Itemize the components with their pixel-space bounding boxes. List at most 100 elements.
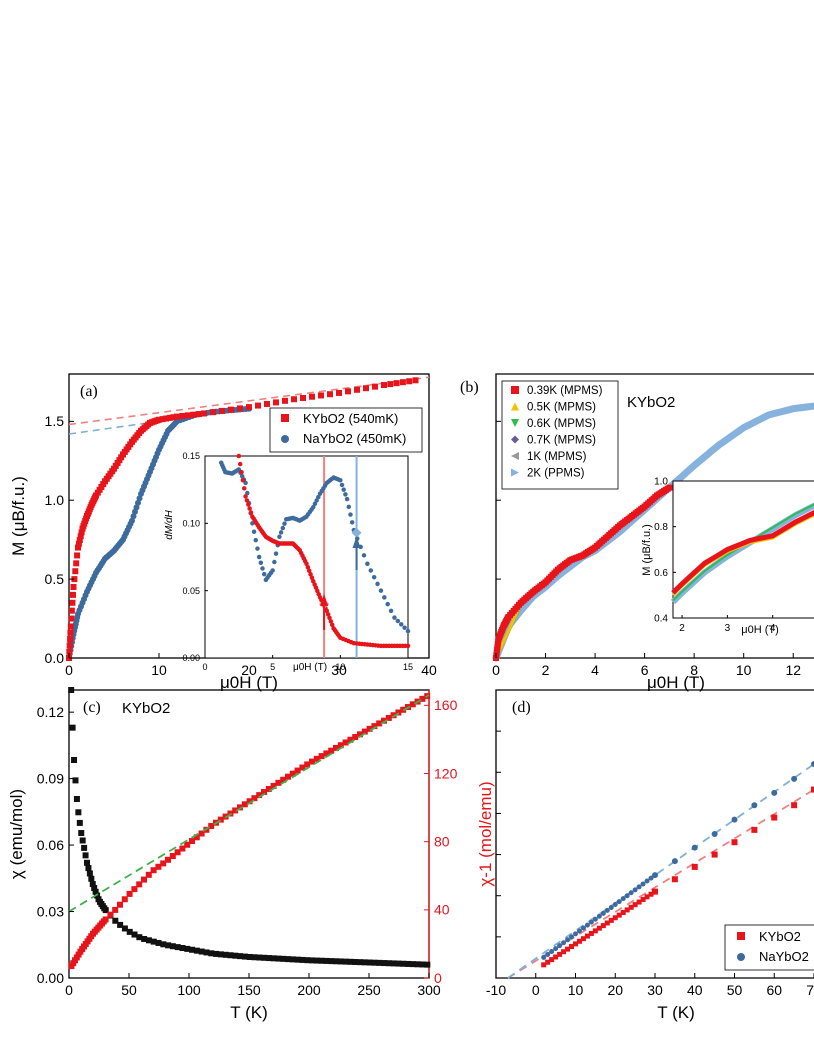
naybo2-point	[771, 789, 778, 796]
kybo2-point	[592, 928, 598, 934]
chi-point	[289, 956, 296, 963]
inset-naybo2-point	[338, 477, 343, 483]
chi-point	[371, 959, 378, 966]
inverse-chi-point	[342, 739, 349, 746]
naybo2-point	[644, 878, 650, 884]
b-inset-ytick-label: 0.4	[654, 614, 668, 625]
kybo2-point	[68, 615, 75, 622]
inverse-chi-point	[280, 776, 287, 783]
chi-point	[361, 959, 368, 966]
chi-point	[280, 955, 287, 962]
inset-naybo2-point	[395, 618, 401, 624]
kybo2-point	[811, 786, 814, 793]
inverse-chi-point	[256, 792, 263, 799]
kybo2-point	[166, 414, 173, 421]
kybo2-point	[264, 400, 270, 407]
naybo2-point	[616, 899, 622, 905]
chi-point	[414, 961, 421, 968]
kybo2-point	[179, 412, 186, 419]
inverse-chi-point	[275, 779, 282, 786]
panel-c-ylabel: χ (emu/mol)	[7, 789, 26, 879]
chi-point	[261, 954, 268, 961]
kybo2-point	[561, 949, 567, 955]
kybo2-point	[624, 907, 630, 913]
chi-point	[203, 949, 210, 956]
inset-naybo2-point	[251, 529, 257, 534]
kybo2-point	[170, 414, 177, 421]
chi-point	[323, 957, 330, 964]
kybo2-point	[628, 904, 634, 910]
naybo2-point	[565, 937, 571, 943]
kybo2-point	[636, 899, 642, 905]
inset-kybo2-point	[328, 619, 334, 624]
kybo2-field-arrowhead	[320, 594, 329, 606]
kybo2-point	[632, 902, 638, 908]
panel-a-legend: KYbO2 (540mK) NaYbO2 (450mK)	[269, 407, 423, 453]
inset-kybo2-point	[305, 564, 311, 570]
chi-point	[357, 959, 364, 966]
kybo2-point	[406, 378, 413, 385]
kybo2-point	[291, 396, 297, 403]
panel-a-label: (a)	[80, 383, 98, 400]
panel-d-legend: KYbO2 NaYbO2	[724, 924, 814, 971]
b-xtick-label: 6	[641, 662, 649, 678]
chi-point	[405, 960, 412, 967]
naybo2-point	[549, 949, 555, 955]
chi-point	[82, 852, 89, 859]
kybo2-point	[66, 648, 73, 655]
inverse-chi-point	[376, 720, 383, 727]
a-inset-xtick-label: 10	[335, 662, 345, 672]
kybo2-point	[72, 568, 79, 575]
inverse-chi-point	[251, 795, 258, 802]
chi-point	[112, 917, 119, 924]
b-inset-ytick-label: 0.6	[654, 568, 668, 579]
chi-point	[84, 859, 90, 866]
naybo2-point	[584, 922, 590, 928]
panel-c-label: (c)	[83, 699, 101, 716]
inset-kybo2-point	[304, 561, 309, 566]
inverse-chi-point	[371, 723, 378, 730]
b-xtick-label: 12	[785, 662, 801, 678]
d-xtick-label: 30	[647, 982, 663, 998]
chi-point	[213, 950, 220, 957]
inset-kybo2-point	[236, 453, 242, 459]
naybo2-point	[731, 816, 738, 823]
inset-naybo2-point	[278, 530, 284, 535]
inverse-chi-point	[241, 801, 248, 808]
kybo2-point	[74, 552, 81, 559]
a-ytick-label: 1.0	[45, 492, 65, 508]
kybo2-point	[640, 896, 646, 902]
chi-point	[366, 959, 373, 966]
chi-point	[390, 960, 397, 967]
chi-point	[86, 870, 93, 877]
kybo2-point	[557, 951, 563, 957]
series-2k-ppms	[492, 402, 814, 662]
naybo2-point	[620, 896, 626, 902]
chi-point	[246, 953, 253, 960]
kybo2-point	[237, 405, 243, 412]
c-ytick-label: 0.06	[37, 837, 64, 853]
kybo2-point	[300, 394, 306, 401]
chi-point	[222, 951, 229, 958]
inset-naybo2-point	[270, 568, 275, 573]
b-legend-label-5: 2K (PPMS)	[527, 468, 585, 480]
kybo2-point	[584, 933, 590, 939]
c-xtick-label: 200	[297, 982, 321, 998]
naybo2-point	[652, 872, 658, 879]
inset-naybo2-point	[282, 521, 287, 526]
panel-b-xlabel: μ0H (T)	[647, 673, 705, 692]
chi-point	[193, 947, 200, 954]
naybo2-point	[569, 934, 575, 940]
chi-point	[227, 952, 234, 959]
chi-point	[424, 961, 431, 968]
inset-naybo2-point	[368, 568, 374, 573]
chi-point	[385, 960, 392, 967]
inverse-chi-point	[160, 860, 167, 867]
chi-point	[381, 960, 388, 967]
chi-point	[237, 953, 244, 960]
naybo2-point	[553, 946, 559, 952]
inset-naybo2-point	[311, 504, 316, 510]
chi-point	[395, 960, 402, 967]
kybo2-point	[201, 410, 207, 417]
